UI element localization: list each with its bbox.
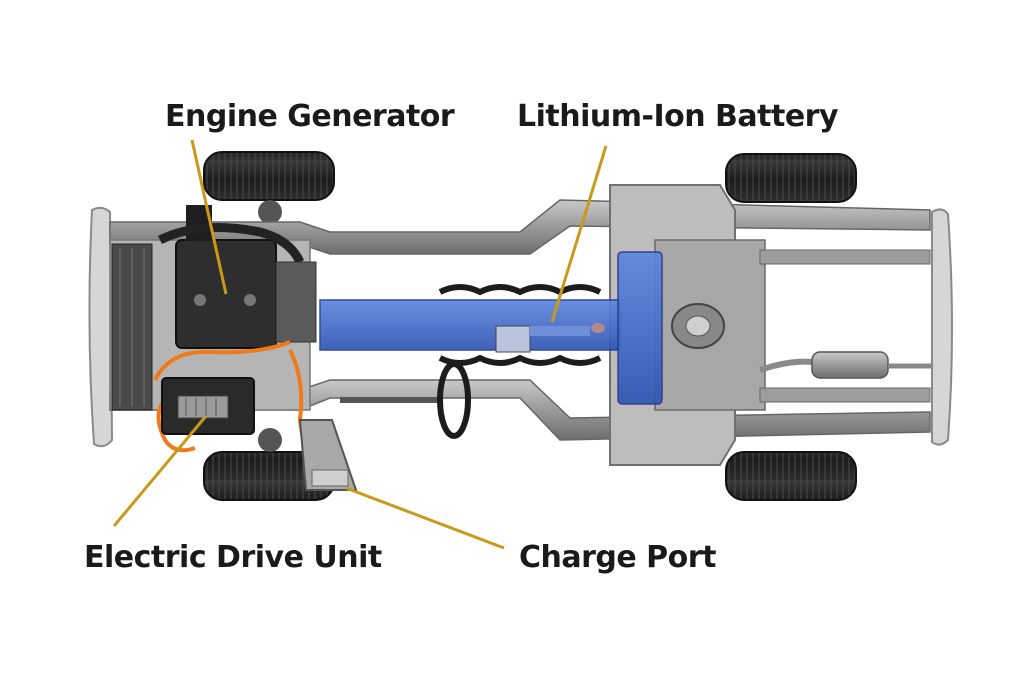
steering-wheel bbox=[340, 361, 471, 439]
front-left-tire bbox=[203, 151, 335, 224]
front-bumper bbox=[88, 206, 114, 448]
leader-engine-generator bbox=[190, 139, 228, 295]
muffler bbox=[759, 351, 932, 379]
rear-left-tire bbox=[725, 153, 857, 203]
label-charge-port: Charge Port bbox=[519, 540, 716, 575]
leader-lines bbox=[112, 139, 608, 550]
electric-drive-unit bbox=[161, 377, 255, 435]
radiator bbox=[111, 243, 153, 411]
rear-bumper bbox=[931, 208, 953, 446]
label-electric-drive-unit: Electric Drive Unit bbox=[84, 540, 382, 575]
rear-right-tire bbox=[725, 451, 857, 501]
label-engine-generator: Engine Generator bbox=[165, 99, 455, 134]
leader-charge-port bbox=[345, 486, 505, 550]
label-lithium-ion-battery: Lithium-Ion Battery bbox=[517, 99, 839, 134]
lithium-ion-battery bbox=[319, 251, 663, 405]
charge-port bbox=[298, 419, 358, 491]
leader-battery bbox=[550, 145, 608, 323]
leader-drive-unit bbox=[112, 415, 208, 527]
tunnel-lines bbox=[438, 284, 602, 366]
